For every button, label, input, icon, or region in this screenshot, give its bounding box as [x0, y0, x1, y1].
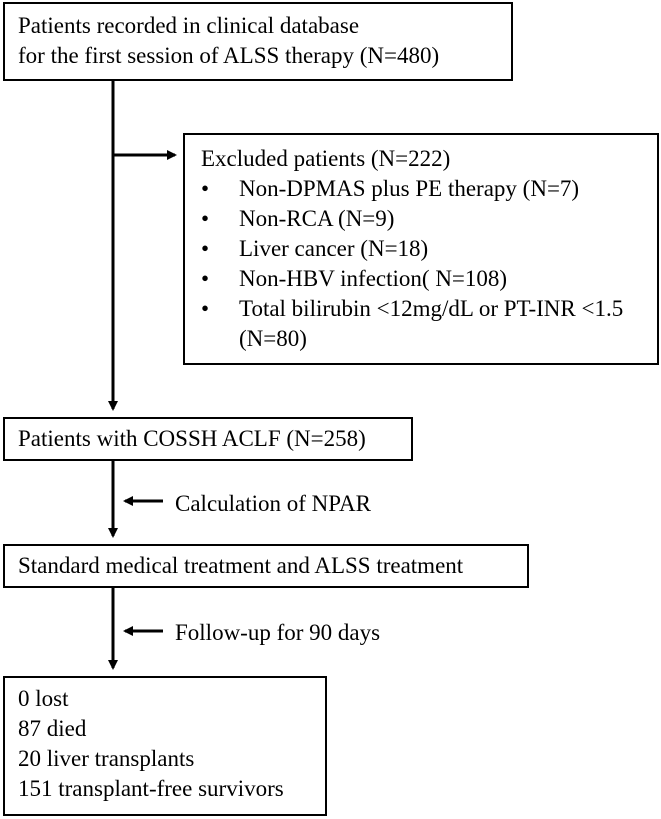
excluded-title: Excluded patients (N=222): [201, 146, 451, 171]
excluded-list: • Non-DPMAS plus PE therapy (N=7) • Non-RC…: [201, 174, 657, 354]
aclf-label: Patients with COSSH ACLF (N=258): [18, 426, 366, 451]
bullet-icon: •: [201, 236, 210, 261]
outcome-line: 20 liver transplants: [18, 746, 195, 771]
npar-label: Calculation of NPAR: [175, 491, 371, 516]
outcome-line: 87 died: [18, 716, 87, 741]
treatment-label: Standard medical treatment and ALSS trea…: [18, 553, 464, 578]
followup-label: Follow-up for 90 days: [175, 620, 381, 645]
excluded-item-label: Liver cancer (N=18): [239, 236, 429, 261]
outcome-line: 151 transplant-free survivors: [18, 776, 284, 801]
excluded-item: • Non-RCA (N=9): [201, 204, 657, 234]
excluded-item-label: Total bilirubin <12mg/dL or PT-INR <1.5 …: [239, 296, 624, 351]
excluded-item-label: Non-HBV infection( N=108): [239, 266, 508, 291]
excluded-item: • Total bilirubin <12mg/dL or PT-INR <1.5…: [201, 294, 657, 354]
bullet-icon: •: [201, 176, 210, 201]
enrollment-line-1: Patients recorded in clinical database: [18, 13, 360, 38]
aclf-box: Patients with COSSH ACLF (N=258): [3, 417, 413, 461]
bullet-icon: •: [201, 206, 210, 231]
bullet-icon: •: [201, 296, 210, 321]
excluded-item: • Non-HBV infection( N=108): [201, 264, 657, 294]
excluded-item: • Non-DPMAS plus PE therapy (N=7): [201, 174, 657, 204]
outcome-box: 0 lost 87 died 20 liver transplants 151 …: [3, 676, 327, 816]
bullet-icon: •: [201, 266, 210, 291]
excluded-item: • Liver cancer (N=18): [201, 234, 657, 264]
enrollment-line-2: for the first session of ALSS therapy (N…: [18, 43, 440, 68]
treatment-box: Standard medical treatment and ALSS trea…: [3, 544, 529, 588]
excluded-box: Excluded patients (N=222) • Non-DPMAS plu…: [183, 133, 659, 365]
excluded-item-label: Non-RCA (N=9): [239, 206, 395, 231]
enrollment-box: Patients recorded in clinical database f…: [3, 2, 513, 81]
outcome-line: 0 lost: [18, 686, 69, 711]
excluded-item-label: Non-DPMAS plus PE therapy (N=7): [239, 176, 580, 201]
